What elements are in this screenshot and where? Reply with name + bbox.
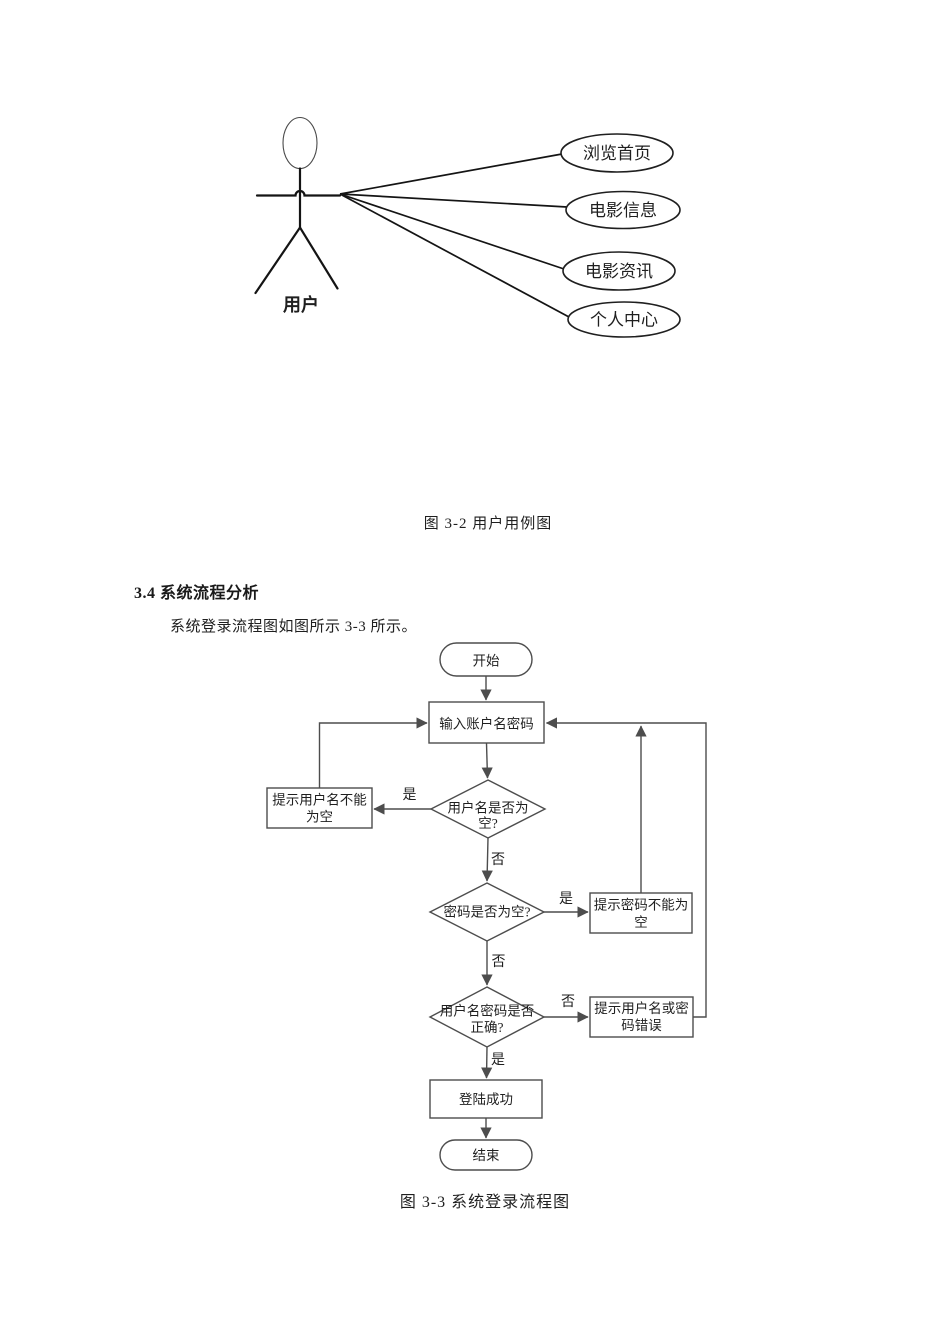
- login-flowchart: 开始 输入账户名密码 用户名是否为 空? 提示用户名不能 为空 密码是否为空? …: [266, 642, 707, 1171]
- input-credentials-label: 输入账户名密码: [439, 716, 534, 732]
- tip-wrong-credentials-line1: 提示用户名或密: [594, 1000, 689, 1016]
- tip-username-empty-node: [266, 787, 373, 829]
- decision-username-empty-line2: 空?: [478, 816, 498, 831]
- decision-credentials-correct: [428, 986, 546, 1048]
- edge-label-yes-1: 是: [403, 788, 417, 803]
- edge-check-username-no: [481, 837, 493, 882]
- tip-wrong-credentials-node: [589, 996, 694, 1038]
- figure-3-3-caption: 图 3-3 系统登录流程图: [399, 1194, 571, 1211]
- decision-username-empty-line1: 用户名是否为: [448, 800, 529, 816]
- decision-password-empty: [428, 882, 546, 942]
- association-line-movie-news: [339, 193, 565, 270]
- association-line-movie-info: [339, 193, 568, 208]
- edge-label-no-1: 否: [491, 853, 505, 868]
- tip-username-empty-line2: 为空: [306, 810, 333, 825]
- usecase-ellipse-movie-news: [562, 251, 676, 291]
- edge-label-no-2: 否: [492, 955, 506, 970]
- association-line-personal-center: [339, 193, 570, 318]
- decision-credentials-correct-line1: 用户名密码是否: [440, 1003, 535, 1019]
- usecase-label-movie-news: 电影资讯: [585, 262, 653, 281]
- usecase-ellipse-personal-center: [567, 301, 681, 338]
- login-success-node: [429, 1079, 543, 1119]
- edge-tip-wrong-loop: [545, 717, 707, 1018]
- edge-label-yes-2: 是: [559, 892, 573, 907]
- edge-check-correct-yes: [481, 1046, 493, 1079]
- edge-label-no-3: 否: [561, 995, 575, 1010]
- figure-3-2-caption: 图 3-2 用户用例图: [423, 516, 553, 532]
- start-node-label: 开始: [473, 654, 500, 669]
- usecase-ellipse-movie-info: [565, 190, 681, 230]
- tip-wrong-credentials-line2: 码错误: [621, 1018, 662, 1033]
- decision-password-empty-label: 密码是否为空?: [444, 904, 531, 920]
- actor-legs: [254, 225, 339, 295]
- section-paragraph: 系统登录流程图如图所示 3-3 所示。: [170, 619, 417, 635]
- actor-arms: [255, 189, 342, 197]
- section-heading: 3.4 系统流程分析: [134, 585, 260, 602]
- tip-password-empty-node: [589, 892, 693, 934]
- input-credentials-node: [428, 701, 545, 744]
- tip-username-empty-line1: 提示用户名不能: [272, 792, 367, 808]
- use-case-diagram: 用户 浏览首页 电影信息 电影资讯 个人中心: [254, 116, 681, 338]
- start-node: [439, 642, 533, 677]
- tip-password-empty-line2: 空: [634, 915, 648, 930]
- edge-input-to-check-username: [481, 742, 493, 779]
- decision-credentials-correct-line2: 正确?: [471, 1020, 504, 1035]
- usecase-label-browse-home: 浏览首页: [583, 144, 651, 163]
- association-line-browse-home: [339, 153, 563, 195]
- actor-head: [282, 116, 318, 170]
- edge-label-yes-3: 是: [491, 1053, 505, 1068]
- tip-password-empty-line1: 提示密码不能为: [594, 897, 689, 913]
- usecase-label-personal-center: 个人中心: [590, 311, 658, 330]
- decision-username-empty: [429, 779, 547, 839]
- actor-label: 用户: [283, 294, 319, 315]
- login-success-label: 登陆成功: [459, 1092, 513, 1107]
- usecase-label-movie-info: 电影信息: [589, 201, 657, 220]
- edge-tip-username-loop: [318, 717, 428, 788]
- end-node: [439, 1139, 533, 1171]
- usecase-ellipse-browse-home: [560, 133, 674, 173]
- end-node-label: 结束: [473, 1148, 500, 1163]
